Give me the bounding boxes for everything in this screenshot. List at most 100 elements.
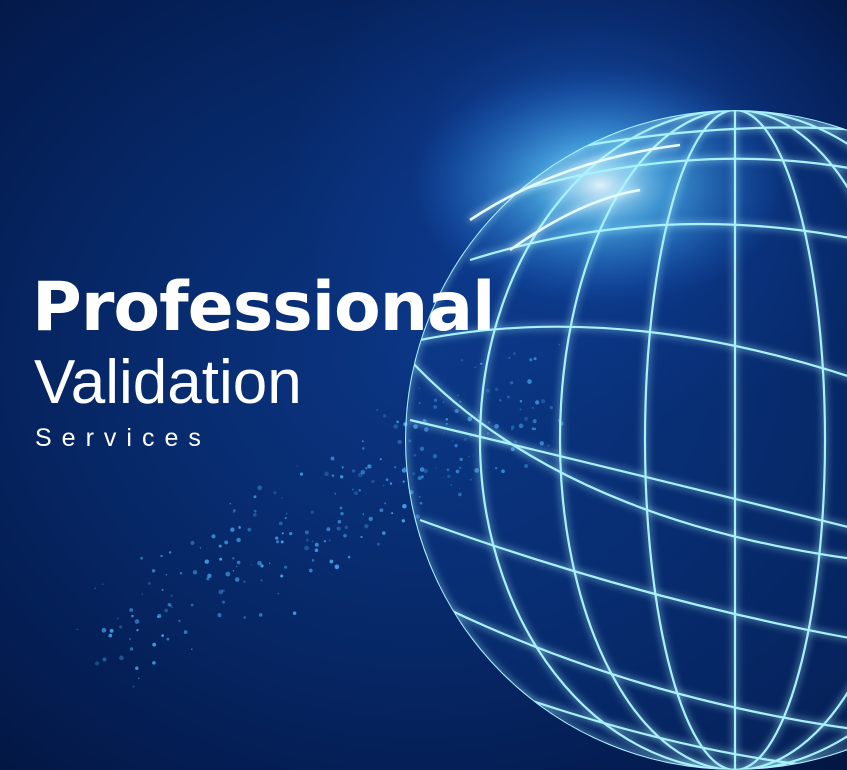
particle-dot: [280, 540, 284, 544]
particle-dot: [314, 542, 319, 547]
particle-dot: [533, 357, 537, 361]
particle-dot: [531, 406, 534, 409]
particle-dot: [285, 512, 288, 515]
particle-dot: [510, 381, 514, 385]
particle-dot: [206, 577, 210, 581]
particle-dot: [258, 613, 263, 617]
particle-dot: [401, 468, 407, 473]
particle-dot: [304, 545, 309, 551]
particle-dot: [334, 492, 337, 495]
particle-dot: [221, 600, 226, 604]
particle-dot: [474, 468, 480, 473]
particle-dot: [257, 560, 262, 566]
particle-dot: [382, 414, 387, 418]
light-flare: [410, 65, 790, 305]
particle-dot: [135, 666, 139, 670]
particle-dot: [243, 580, 246, 583]
particle-dot: [165, 574, 168, 576]
particle-dot: [339, 506, 343, 510]
particle-dot: [480, 362, 483, 366]
particle-dot: [277, 592, 280, 595]
particle-dot: [192, 570, 198, 575]
particle-dot: [281, 532, 284, 535]
particle-dot: [527, 379, 532, 384]
particle-dot: [204, 559, 210, 564]
particle-dot: [494, 387, 499, 392]
particle-dot: [336, 526, 341, 531]
particle-dot: [393, 424, 398, 429]
particle-dot: [368, 516, 373, 522]
particle-dot: [455, 469, 460, 474]
particle-dot: [385, 478, 389, 482]
particle-dot: [415, 514, 420, 519]
particle-dot: [331, 474, 335, 477]
particle-dot: [232, 557, 235, 560]
particle-dot: [138, 677, 140, 679]
particle-dot: [468, 455, 471, 458]
headline-professional: Professional: [32, 268, 495, 347]
particle-dot: [470, 478, 472, 481]
particle-dot: [94, 661, 100, 666]
particle-dot: [218, 589, 224, 595]
particle-dot: [178, 619, 181, 623]
particle-dot: [222, 589, 225, 593]
particle-dot: [229, 502, 232, 505]
particle-dot: [531, 427, 535, 431]
particle-dot: [94, 587, 96, 589]
particle-dot: [284, 565, 288, 569]
particle-dot: [364, 466, 368, 470]
particle-dot: [391, 512, 394, 515]
particle-dot: [459, 400, 462, 403]
particle-dot: [389, 482, 393, 485]
particle-dot: [362, 447, 365, 450]
particle-dot: [506, 395, 510, 399]
particle-dot: [396, 420, 399, 424]
particle-dot: [190, 603, 194, 607]
particle-dot: [377, 542, 380, 546]
particle-dot: [447, 474, 451, 479]
particle-dot: [157, 613, 162, 619]
particle-dot: [166, 637, 170, 641]
particle-dot: [511, 428, 513, 431]
particle-dot: [485, 388, 490, 393]
particle-dot: [382, 531, 386, 535]
particle-dot: [76, 628, 79, 631]
particle-dot: [129, 639, 131, 641]
particle-dot: [269, 562, 271, 564]
particle-dot: [310, 510, 314, 515]
particle-dot: [219, 557, 223, 561]
particle-dot: [487, 420, 491, 424]
particle-dot: [239, 525, 241, 527]
particle-dot: [169, 604, 172, 608]
particle-dot: [343, 534, 347, 538]
particle-dot: [134, 619, 140, 624]
particle-dot: [324, 471, 329, 477]
particle-dot: [136, 628, 139, 632]
particle-dot: [280, 574, 284, 578]
particle-dot: [230, 527, 235, 532]
globe-grid: [405, 110, 847, 770]
particle-dot: [129, 608, 134, 612]
particle-dot: [410, 489, 412, 491]
particle-dot: [558, 343, 561, 346]
particle-dot: [512, 352, 516, 356]
particle-dot: [236, 537, 241, 543]
particle-dot: [102, 583, 104, 585]
particle-dot: [478, 414, 480, 416]
particle-dot: [108, 633, 113, 638]
particle-dot: [549, 405, 553, 410]
particle-dot: [129, 647, 134, 651]
particle-dot: [401, 519, 405, 523]
particle-dot: [273, 491, 277, 495]
particle-dot: [494, 423, 499, 429]
particle-dot: [168, 551, 172, 554]
particle-dot: [183, 630, 188, 634]
particle-dot: [160, 554, 163, 558]
particle-dot: [358, 489, 361, 492]
particle-dot: [207, 573, 212, 579]
particle-dot: [404, 466, 406, 469]
particle-dot: [442, 401, 445, 403]
particle-dot: [412, 472, 416, 476]
